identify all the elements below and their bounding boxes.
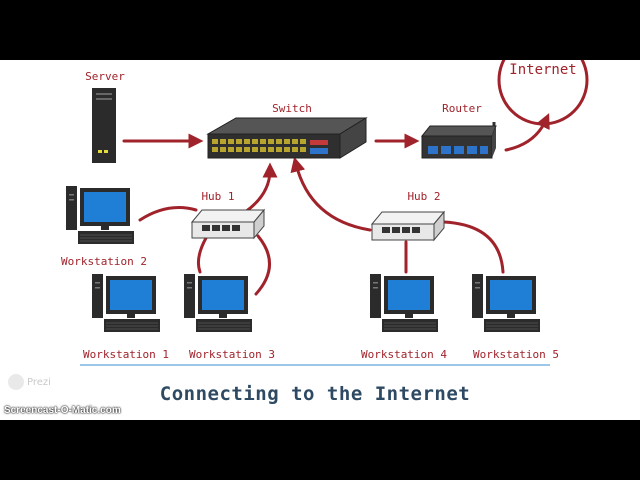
workstation5-label: Workstation 5 <box>472 348 560 361</box>
switch-port <box>276 147 282 152</box>
network-diagram <box>66 60 589 366</box>
workstation3-label: Workstation 3 <box>188 348 276 361</box>
link-router-internet <box>504 113 550 152</box>
switch-port <box>292 139 298 144</box>
switch-port <box>220 147 226 152</box>
prezi-badge: Prezi <box>8 374 51 390</box>
switch-label: Switch <box>272 102 312 115</box>
hub2-icon <box>371 211 445 241</box>
switch-port <box>284 139 290 144</box>
diagram-title: Connecting to the Internet <box>159 383 471 405</box>
switch-port <box>260 147 266 152</box>
link-hub2-switch <box>290 156 372 232</box>
switch-port <box>212 147 218 152</box>
internet-label: Internet <box>509 62 577 78</box>
workstation1-label: Workstation 1 <box>82 348 170 361</box>
switch-port <box>260 139 266 144</box>
switch-port <box>300 147 306 152</box>
switch-port <box>268 139 274 144</box>
switch-port <box>212 139 218 144</box>
hub1-label: Hub 1 <box>201 190 235 203</box>
prezi-text: Prezi <box>27 376 51 388</box>
switch-port <box>236 139 242 144</box>
switch-port <box>228 147 234 152</box>
workstation2-icon <box>66 185 135 245</box>
prezi-logo-icon <box>8 374 24 390</box>
screencast-watermark: Screencast-O-Matic.com <box>4 405 121 416</box>
router-icon <box>420 122 497 159</box>
switch-port <box>236 147 242 152</box>
hub2-label: Hub 2 <box>407 190 441 203</box>
router-label: Router <box>442 102 482 115</box>
workstation3-icon <box>184 273 253 333</box>
switch-port <box>220 139 226 144</box>
link-ws1-hub1 <box>197 236 208 274</box>
switch-port <box>276 139 282 144</box>
switch-port <box>284 147 290 152</box>
switch-port <box>300 139 306 144</box>
switch-port <box>268 147 274 152</box>
link-ws3-hub1 <box>254 234 271 296</box>
workstation4-label: Workstation 4 <box>360 348 448 361</box>
switch-port <box>228 139 234 144</box>
switch-port <box>252 139 258 144</box>
switch-icon <box>206 117 368 159</box>
link-ws5-hub2 <box>442 220 505 274</box>
workstation5-icon <box>472 273 541 333</box>
workstation1-icon <box>92 273 161 333</box>
switch-port <box>292 147 298 152</box>
diagram-canvas: Internet Server Switch Router Hub 1 Hub … <box>0 60 640 420</box>
server-label: Server <box>85 70 125 83</box>
workstation2-label: Workstation 2 <box>60 255 148 268</box>
hub1-icon <box>191 209 265 239</box>
workstation4-icon <box>370 273 439 333</box>
switch-port <box>244 139 250 144</box>
switch-port <box>252 147 258 152</box>
switch-port <box>244 147 250 152</box>
server-icon <box>92 88 116 163</box>
link-ws2-hub1 <box>138 206 198 222</box>
